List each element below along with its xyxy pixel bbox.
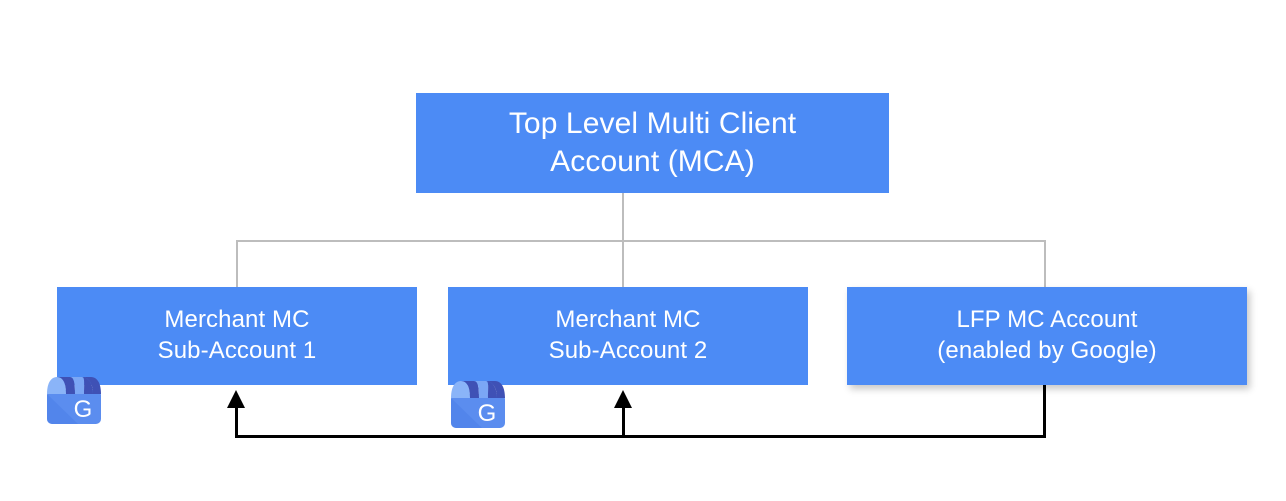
google-business-profile-storefront-icon: G — [38, 364, 110, 436]
arrow-segment-lfp-down — [1043, 385, 1046, 438]
connector-drop-to-lfp-account — [1044, 240, 1046, 287]
connector-horizontal-bus — [236, 240, 1046, 242]
node-top-level-mca: Top Level Multi Client Account (MCA) — [416, 93, 889, 193]
connector-mca-to-bus — [622, 193, 624, 242]
node-merchant-sub-account-2-label: Merchant MC Sub-Account 2 — [548, 306, 708, 364]
google-business-profile-storefront-icon: G — [442, 368, 514, 440]
svg-text:G: G — [478, 400, 497, 427]
arrowhead-to-sub-account-2 — [614, 390, 632, 408]
svg-text:G: G — [74, 396, 93, 423]
node-lfp-mc-account: LFP MC Account (enabled by Google) — [847, 287, 1247, 385]
node-merchant-sub-account-1-label: Merchant MC Sub-Account 1 — [157, 306, 317, 364]
connector-drop-to-sub-account-1 — [236, 240, 238, 287]
node-top-level-mca-label: Top Level Multi Client Account (MCA) — [508, 106, 797, 178]
node-merchant-sub-account-1: Merchant MC Sub-Account 1 — [57, 287, 417, 385]
node-merchant-sub-account-2: Merchant MC Sub-Account 2 — [448, 287, 808, 385]
arrow-segment-up-to-sub-account-1 — [235, 399, 238, 436]
arrow-segment-up-to-sub-account-2 — [622, 399, 625, 436]
arrow-segment-horizontal — [235, 435, 1046, 438]
connector-drop-to-sub-account-2 — [622, 240, 624, 287]
node-lfp-mc-account-label: LFP MC Account (enabled by Google) — [937, 306, 1157, 364]
arrowhead-to-sub-account-1 — [227, 390, 245, 408]
